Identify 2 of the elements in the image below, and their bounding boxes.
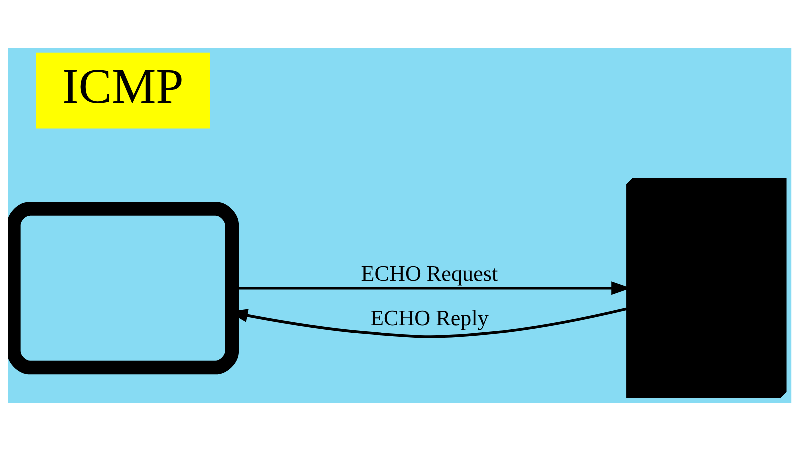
edge-label: ECHO Request [361,260,498,286]
edge-label: ECHO Reply [370,304,489,330]
